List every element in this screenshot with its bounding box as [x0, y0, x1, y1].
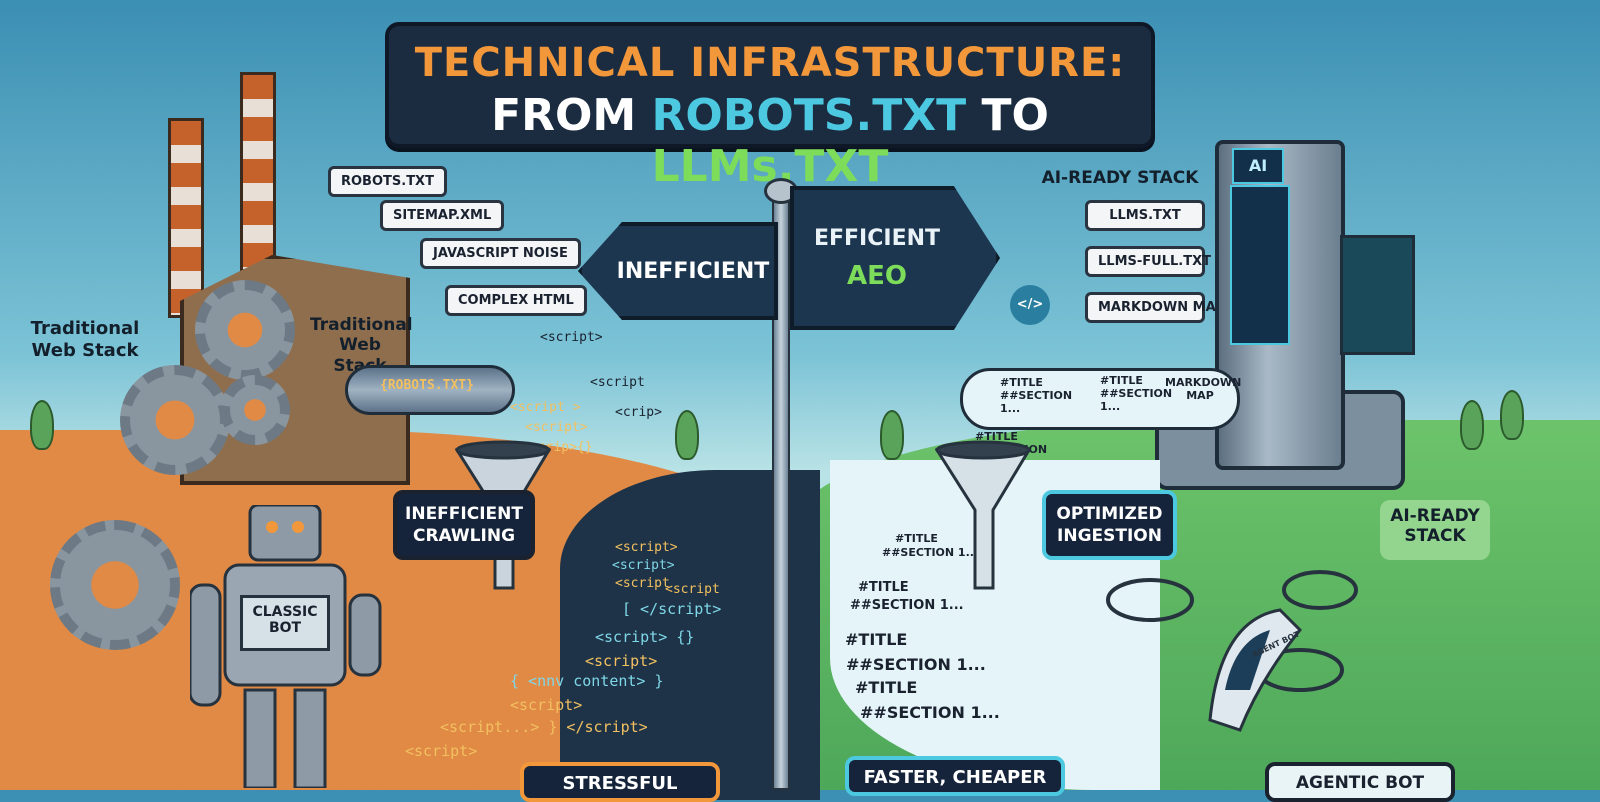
tree	[880, 410, 904, 460]
path-text: ##SECTION 1...	[860, 703, 1000, 722]
tag-javascript-noise: JAVASCRIPT NOISE	[420, 238, 581, 269]
code-icon: </>	[1010, 285, 1050, 325]
code-snippet: <script >	[510, 400, 581, 415]
agentic-bot-callout: AGENTIC BOT	[1265, 762, 1455, 802]
ai-badge: AI	[1232, 148, 1284, 184]
factory-label: Traditional Web Stack	[310, 315, 413, 376]
tag-sitemap-xml: SITEMAP.XML	[380, 200, 505, 231]
tag-markdown-map: MARKDOWN MAP	[1085, 292, 1225, 323]
code-snippet: <script>	[510, 696, 583, 714]
chimney	[168, 118, 204, 318]
code-snippet: { <nnv content> }	[510, 672, 664, 690]
optimized-ingestion-callout: OPTIMIZED INGESTION	[1042, 490, 1177, 560]
tree	[1500, 390, 1524, 440]
faster-cheaper-callout: FASTER, CHEAPER	[845, 756, 1065, 796]
ai-ready-stack-callout: AI-READY STACK	[1380, 500, 1490, 560]
tag-robots-txt: ROBOTS.TXT	[328, 166, 447, 197]
efficient-sign-text: EFFICIENT	[813, 225, 941, 251]
title-line-2: FROM ROBOTS.TXT TO LLMs.TXT	[389, 90, 1151, 192]
aeo-sign-text: AEO	[847, 260, 907, 291]
inefficient-arrow-sign: INEFFICIENT	[578, 222, 778, 320]
path-text: ##SECTION 1...	[850, 598, 964, 613]
code-snippet: <crip>	[615, 405, 662, 420]
classic-bot-label: CLASSIC BOT	[240, 595, 330, 651]
tag-llms-full-txt: LLMS-FULL.TXT	[1085, 246, 1211, 277]
code-snippet: <script	[590, 375, 645, 390]
pipe-text: MARKDOWN MAP	[1165, 376, 1242, 402]
tree	[1460, 400, 1484, 450]
title-from: FROM	[491, 90, 652, 141]
input-pipe	[345, 365, 515, 415]
code-snippet: <script>	[525, 420, 588, 435]
title-to: TO	[966, 90, 1049, 141]
traditional-stack-label: Traditional Web Stack	[30, 318, 140, 361]
gear-icon	[195, 280, 295, 380]
code-snippet: <script	[665, 582, 720, 597]
code-snippet: <script> {}	[595, 628, 695, 646]
path-text: #TITLE	[845, 630, 908, 649]
gear-icon	[50, 520, 180, 650]
path-text: ##SECTION 1...	[882, 546, 979, 559]
path-text: #TITLE	[855, 678, 918, 697]
title-line-1: TECHNICAL INFRASTRUCTURE:	[414, 40, 1126, 86]
stressful-callout: STRESSFUL	[520, 762, 720, 802]
ai-ready-stack-heading: AI-READY STACK	[1041, 168, 1199, 188]
code-snippet: <script>	[405, 742, 478, 760]
code-snippet: <script>	[585, 652, 658, 670]
code-snippet: [ </script>	[622, 600, 722, 618]
tree	[30, 400, 54, 450]
gear-icon	[120, 365, 230, 475]
server-screen	[1230, 185, 1290, 345]
inefficient-sign-text: INEFFICIENT	[616, 258, 770, 284]
agent-bot-drone	[1106, 570, 1358, 732]
tag-complex-html: COMPLEX HTML	[445, 285, 587, 316]
title-robots: ROBOTS.TXT	[651, 90, 967, 141]
efficient-arrow-sign: EFFICIENT AEO	[790, 186, 1000, 330]
path-text: ##SECTION 1...	[846, 655, 986, 674]
server-side-panel	[1340, 235, 1415, 355]
tree	[675, 410, 699, 460]
path-text: #TITLE	[895, 532, 938, 545]
markdown-pipe	[960, 368, 1240, 430]
funnel-icon	[935, 440, 1031, 590]
pipe-text: #TITLE ##SECTION 1...	[1000, 376, 1073, 415]
pipe-text: {ROBOTS.TXT}	[380, 378, 474, 393]
chimney	[240, 72, 276, 272]
inefficient-crawling-callout: INEFFICIENT CRAWLING	[393, 490, 535, 560]
code-snippet: <script>	[612, 558, 675, 573]
code-snippet: <script...> } </script>	[440, 718, 648, 736]
code-snippet: <script>	[615, 540, 678, 555]
tag-llms-txt: LLMS.TXT	[1085, 200, 1205, 231]
gear-icon	[220, 375, 290, 445]
path-text: #TITLE	[858, 580, 909, 595]
pipe-text: #TITLE ##SECTION 1...	[1100, 374, 1173, 413]
code-snippet: <script>	[540, 330, 603, 345]
title-banner: TECHNICAL INFRASTRUCTURE: FROM ROBOTS.TX…	[385, 22, 1155, 192]
code-snippet: <script	[615, 576, 670, 591]
